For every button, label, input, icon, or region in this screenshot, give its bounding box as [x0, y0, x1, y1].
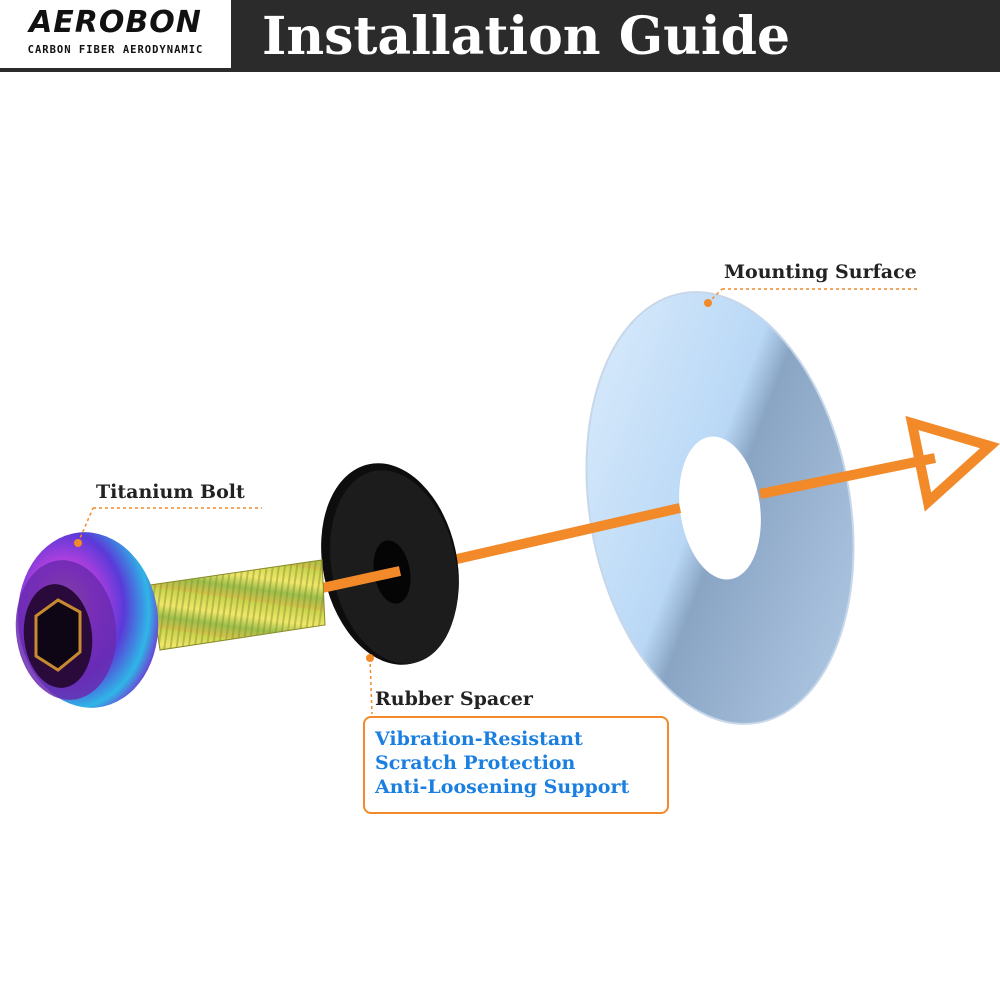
- bolt-thread: [149, 559, 326, 651]
- axis-line-bolt-segment: [320, 566, 402, 593]
- brand-logo: AEROBON CARBON FIBER AERODYNAMIC: [0, 0, 231, 68]
- label-mounting-surface: Mounting Surface: [724, 261, 917, 283]
- axis-line-exit-segment: [758, 453, 937, 499]
- feature-item: Scratch Protection: [375, 752, 576, 774]
- logo-tagline: CARBON FIBER AERODYNAMIC: [27, 44, 204, 56]
- feature-item: Vibration-Resistant: [375, 728, 583, 750]
- spacer-features-box: Vibration-Resistant Scratch Protection A…: [363, 716, 669, 814]
- header-bar: AEROBON CARBON FIBER AERODYNAMIC Install…: [0, 0, 1000, 72]
- arrow-head-icon: [905, 415, 1000, 512]
- logo-wordmark: AEROBON: [29, 5, 202, 40]
- label-rubber-spacer: Rubber Spacer: [375, 688, 533, 710]
- mounting-hole: [679, 436, 761, 580]
- callout-rubber-spacer: [366, 654, 374, 715]
- rubber-spacer: [321, 463, 459, 665]
- page-title: Installation Guide: [262, 6, 791, 67]
- feature-item: Anti-Loosening Support: [375, 776, 630, 798]
- hex-socket-icon: [34, 598, 82, 672]
- titanium-bolt: [15, 532, 326, 708]
- callout-titanium-bolt: [74, 507, 262, 547]
- mounting-surface-plate: [585, 291, 855, 725]
- label-titanium-bolt: Titanium Bolt: [96, 481, 245, 503]
- callout-mounting-surface: [704, 288, 920, 307]
